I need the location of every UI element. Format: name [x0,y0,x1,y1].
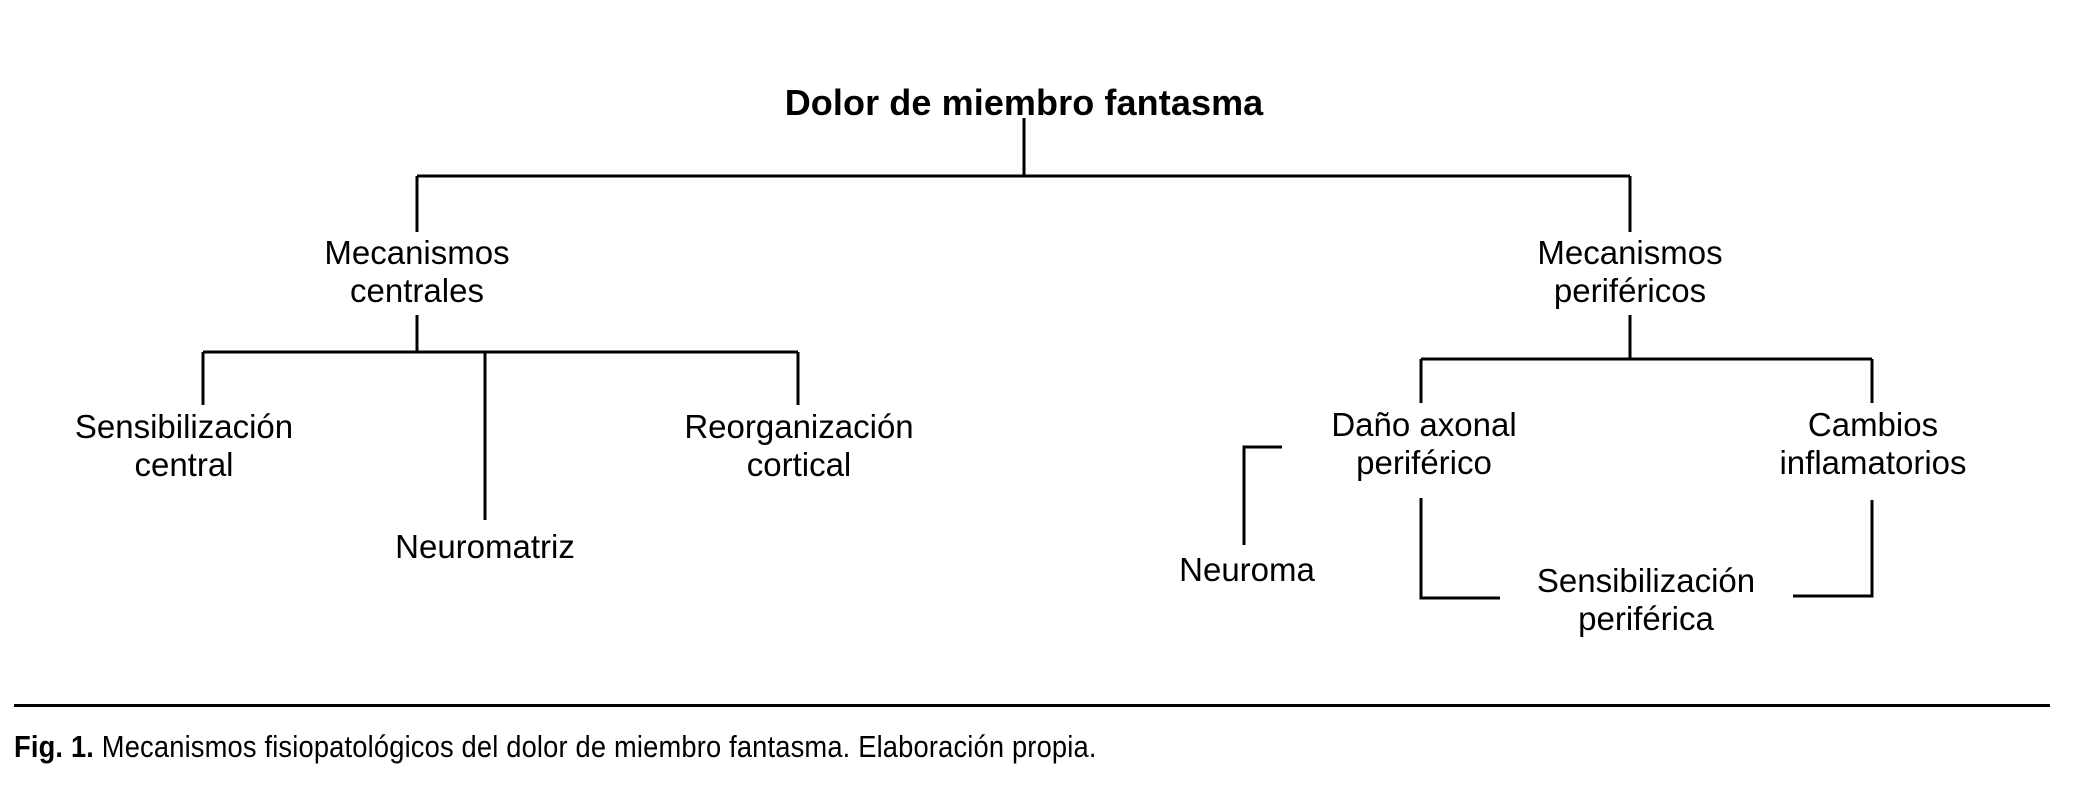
node-mecanismos-centrales: Mecanismos centrales [324,234,510,309]
node-root-dolor-miembro-fantasma: Dolor de miembro fantasma [784,82,1264,123]
node-reorganizacion-cortical: Reorganización cortical [684,408,914,483]
diagram-connectors [201,118,1874,600]
node-neuroma: Neuroma [1179,551,1315,588]
edge-dano-axonal-to-neuroma [1242,445,1282,545]
caption-divider-rule [14,704,2050,707]
edge-dano-axonal-to-sens-periferica [1419,498,1500,600]
node-cambios-inflamatorios: Cambios inflamatorios [1779,406,1967,481]
figure-caption-body: Mecanismos fisiopatológicos del dolor de… [94,729,1097,764]
edge-cambios-to-sens-periferica [1793,500,1874,598]
figure-caption: Fig. 1. Mecanismos fisiopatológicos del … [14,728,1809,765]
node-sensibilizacion-central: Sensibilización central [74,408,294,483]
figure-caption-label: Fig. 1. [14,729,95,764]
node-neuromatriz: Neuromatriz [395,528,575,565]
node-mecanismos-perifericos: Mecanismos periféricos [1537,234,1723,309]
node-sensibilizacion-periferica: Sensibilización periférica [1536,562,1756,637]
node-dano-axonal-periferico: Daño axonal periférico [1331,406,1517,481]
